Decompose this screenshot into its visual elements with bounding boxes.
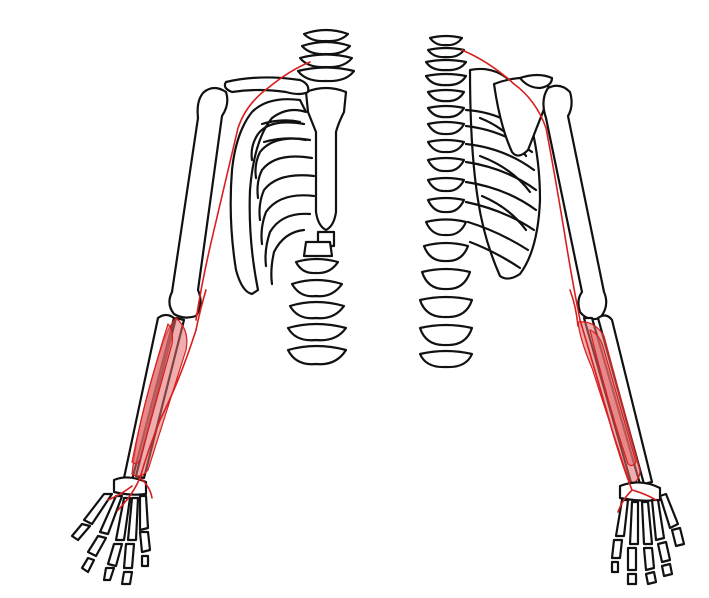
anterior-view [70, 28, 356, 586]
hand-right [610, 481, 686, 586]
nerves-posterior [461, 49, 657, 513]
rib-cage-anterior [229, 98, 316, 296]
acromion-right [518, 73, 554, 90]
cervical-vertebrae-anterior [296, 28, 356, 83]
clavicle-left [223, 76, 310, 96]
lumbar-vertebrae-anterior [286, 240, 348, 366]
humerus-right [542, 84, 608, 321]
sternum [304, 86, 348, 232]
posterior-view [418, 34, 686, 586]
hand-left [70, 476, 152, 586]
radius-right [596, 314, 654, 486]
nerves-anterior [107, 61, 311, 511]
spine-posterior [418, 34, 474, 369]
humerus-left [168, 86, 229, 319]
